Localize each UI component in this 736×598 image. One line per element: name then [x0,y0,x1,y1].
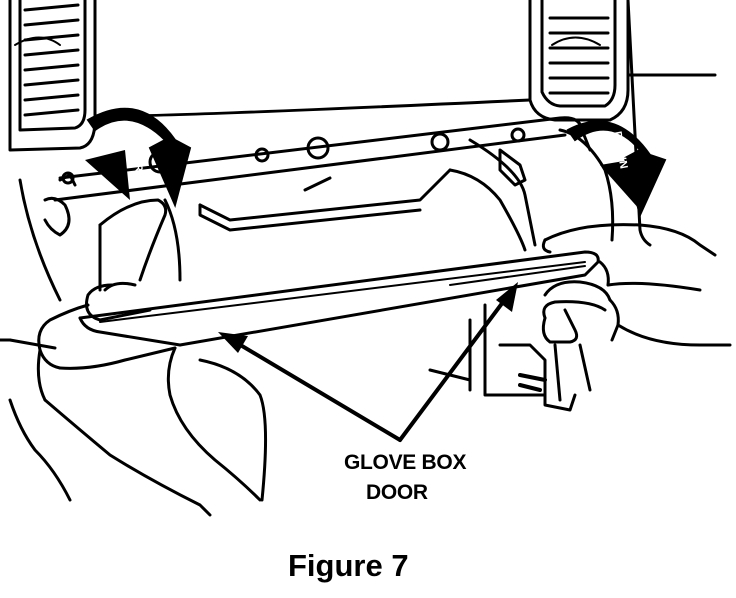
left-hand [36,198,177,402]
lower-arrow-icon: LOWER [85,107,192,209]
left-air-vent [8,0,97,152]
right-dash-edge [626,0,652,247]
left-dash-edge [18,178,62,302]
right-lower-bracket [428,303,592,412]
down-arrow-icon: DOWN [566,120,667,218]
callout-leader-lines [230,288,514,442]
callout-label-line2: DOOR [366,481,428,504]
left-hinge [58,173,77,187]
figure-caption: Figure 7 [288,548,409,583]
callout-label-line1: GLOVE BOX [344,451,467,474]
glove-box-door [78,250,600,347]
right-hand [541,223,732,347]
callout-arrowheads [218,282,518,353]
right-air-vent [528,0,717,122]
left-latch [43,196,71,237]
left-sleeve [0,338,268,517]
dash-panel-edge [93,0,532,118]
lower-arrow-label: LOWER [125,126,145,173]
